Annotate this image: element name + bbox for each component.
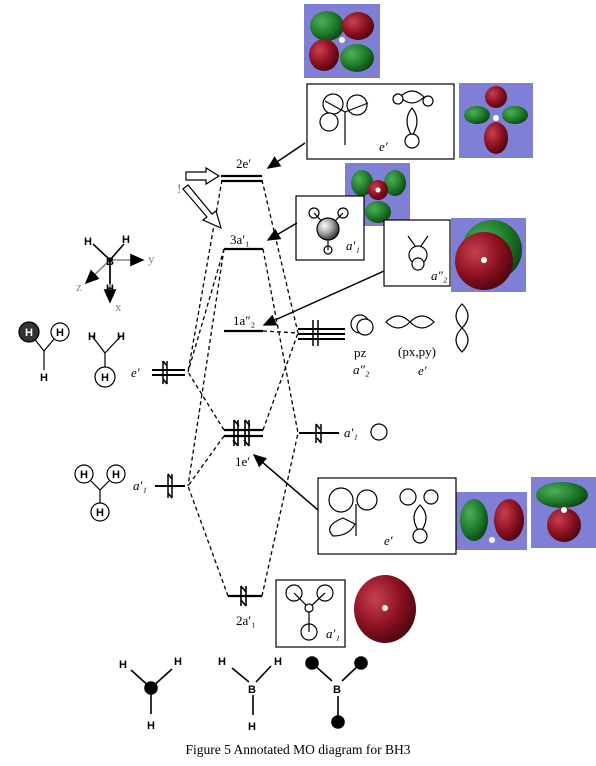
b-pxpy-label: (px,py)	[398, 344, 436, 359]
hollow-arrow-2e	[185, 166, 221, 186]
b-pz-sym: a″₂	[353, 362, 370, 377]
axis-h2: H	[122, 234, 130, 246]
axis-z-label: z	[76, 279, 82, 294]
hollow-arrow-3a1	[182, 184, 222, 230]
box-1e-label: e′	[384, 533, 393, 548]
h3-e-orbital-2	[91, 335, 122, 388]
boron-s-orbital	[370, 423, 388, 441]
box-1a2	[383, 219, 451, 287]
bs2-h1: H	[218, 656, 226, 668]
mo-render-1e-left	[455, 492, 527, 550]
box-3a1	[295, 195, 365, 261]
mo-render-3a1	[345, 163, 410, 226]
h3-a1-label: a′₁	[133, 478, 147, 493]
arrow-to-1a2	[262, 270, 385, 326]
annotation-arrows	[252, 142, 385, 511]
correlation-lines	[187, 179, 299, 597]
h3-e-orbital-1	[18, 321, 70, 370]
h3a-h1: H	[80, 469, 88, 481]
h3e1-h1: H	[25, 327, 33, 339]
bs2-h3: H	[248, 721, 256, 733]
figure-caption: Figure 5 Annotated MO diagram for BH3	[185, 742, 411, 757]
label-2a1: 2a′₁	[236, 613, 256, 628]
label-1a2: 1a″₂	[233, 313, 255, 328]
bs2-b: B	[248, 684, 256, 696]
mo-levels	[221, 174, 263, 598]
h3e2-h3: H	[101, 372, 109, 384]
electron-arrows	[232, 419, 251, 607]
box-1e	[317, 477, 457, 555]
b-pxpy-sym: e′	[418, 363, 427, 378]
label-1e: 1e′	[235, 454, 250, 469]
mo-render-2a1	[353, 573, 421, 646]
h3e1-h2: H	[56, 327, 64, 339]
mo-render-1a2	[451, 218, 526, 292]
arrow-to-3a1	[266, 222, 298, 241]
b-levels	[298, 328, 345, 434]
bs3-b: B	[333, 684, 341, 696]
bottom-structure-3	[305, 656, 368, 729]
h3e1-h3: H	[40, 372, 48, 384]
b-pz-label: pz	[354, 345, 367, 360]
arrow-to-2e	[266, 142, 306, 169]
box-2e	[306, 83, 455, 160]
box-2a1	[275, 579, 346, 648]
h3-electrons	[162, 360, 173, 499]
box-1a2-label: a″₂	[431, 268, 448, 283]
b-s-label: a′₁	[344, 425, 358, 440]
h3e2-h1: H	[88, 331, 96, 343]
box-3a1-label: a′₁	[346, 238, 360, 253]
bs2-h2: H	[274, 656, 282, 668]
mo-render-1e-right	[531, 477, 596, 548]
axis-h1: H	[84, 236, 92, 248]
label-2e: 2e′	[236, 156, 251, 171]
h3-levels	[152, 369, 185, 487]
h3a-h2: H	[112, 469, 120, 481]
hollow-arrows	[182, 166, 222, 230]
label-3a1: 3a′₁	[230, 232, 250, 247]
bottom-structure-1	[130, 668, 173, 714]
h3e2-h2: H	[117, 331, 125, 343]
misc-mark: !	[177, 181, 181, 196]
mo-render-top	[304, 4, 380, 78]
box-2e-label: e′	[379, 139, 388, 154]
bs1-h3: H	[147, 720, 155, 732]
bs1-h2: H	[174, 656, 182, 668]
bs1-h1: H	[119, 659, 127, 671]
h3-e-label: e′	[131, 365, 140, 380]
axis-x-label: x	[115, 299, 122, 314]
axis-h3: H	[106, 283, 114, 295]
axis-frame	[84, 243, 145, 304]
bottom-structure-2	[231, 665, 272, 715]
b-electrons	[312, 320, 322, 444]
box-2a1-label: a′₁	[326, 626, 340, 641]
h3-a1-orbital	[74, 464, 126, 522]
mo-render-2e-right	[459, 83, 533, 158]
boron-p-orbitals	[350, 303, 469, 353]
axis-y-label: y	[148, 251, 155, 266]
arrow-to-1e	[252, 454, 319, 511]
h3a-h3: H	[96, 507, 104, 519]
axis-b: B	[106, 256, 114, 268]
